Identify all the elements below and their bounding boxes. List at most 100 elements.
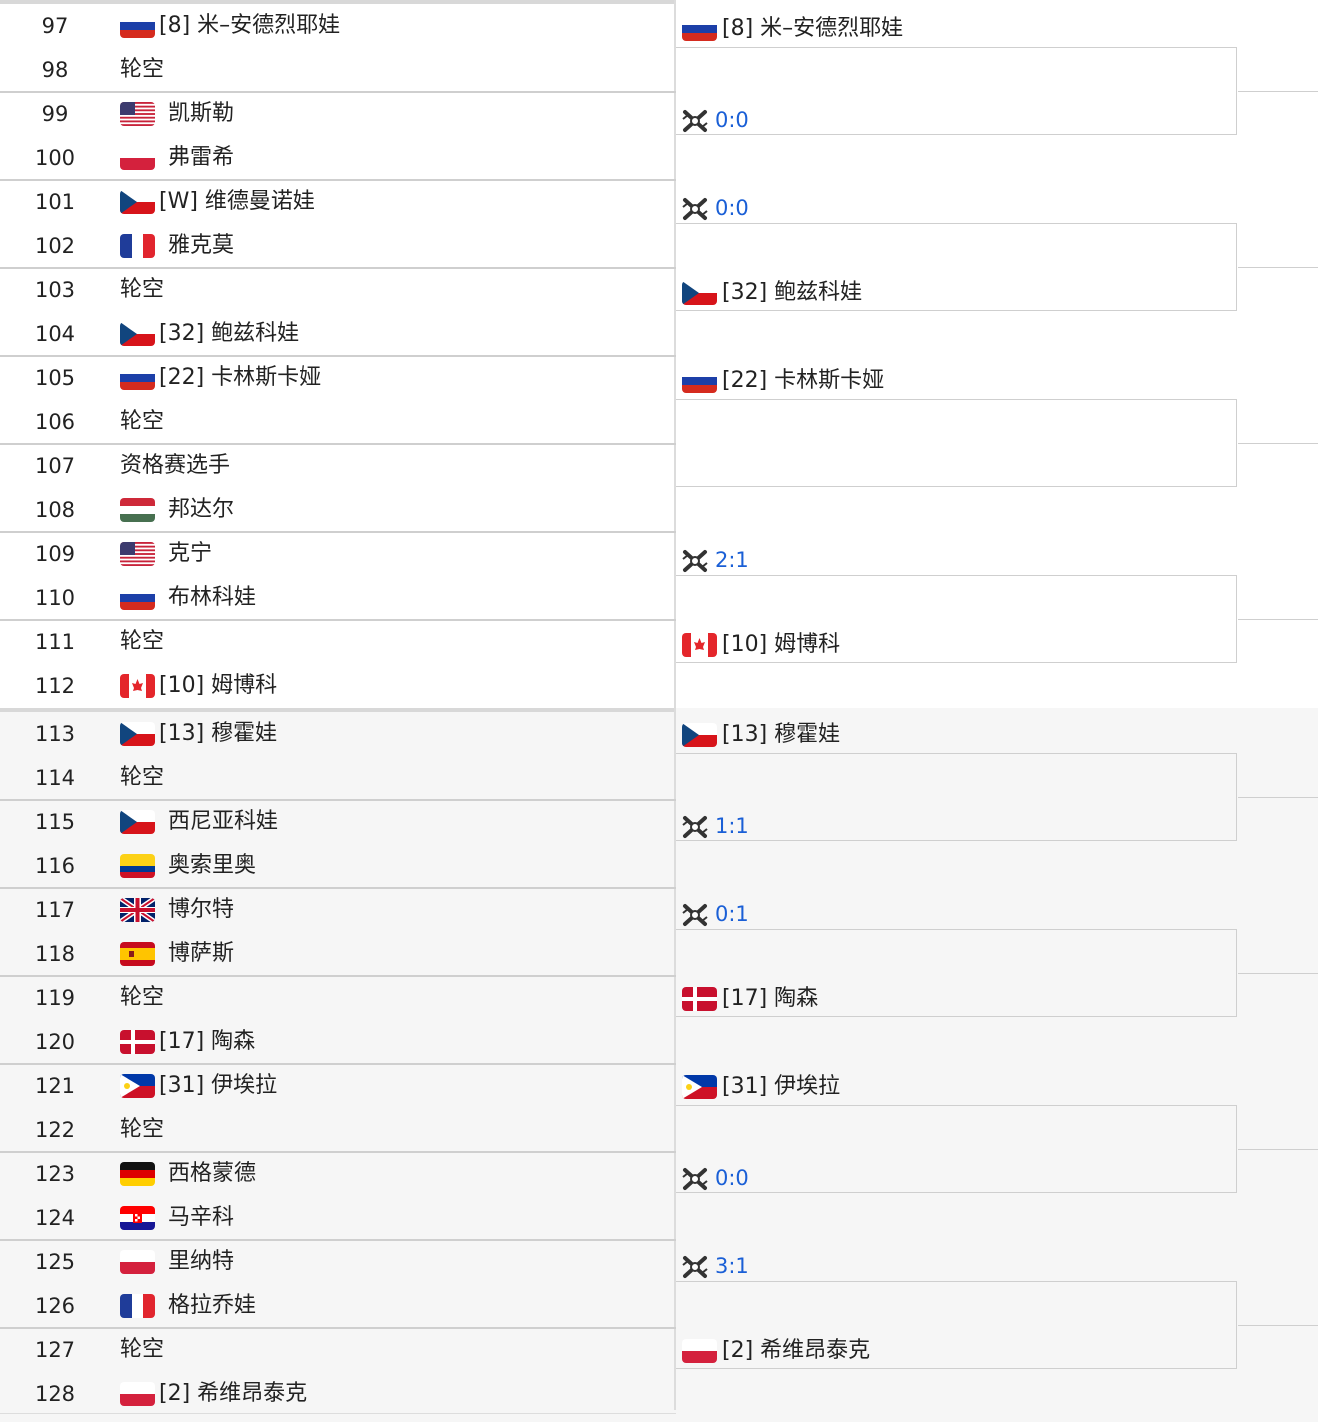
poland-flag-icon — [120, 1382, 155, 1406]
score-value[interactable]: 0:0 — [715, 108, 749, 132]
player-name[interactable]: [31] 伊埃拉 — [159, 1073, 278, 1098]
bracket-connector — [676, 575, 1237, 663]
player-name[interactable]: 轮空 — [120, 985, 165, 1010]
russia-flag-icon — [120, 14, 155, 38]
czech-flag-icon — [682, 281, 717, 305]
draw-slot-row[interactable]: 112 [10] 姆博科 — [0, 664, 674, 708]
player-name[interactable]: 博萨斯 — [168, 941, 235, 966]
player-name[interactable]: [10] 姆博科 — [159, 673, 278, 698]
draw-slot-row[interactable]: 120[17] 陶森 — [0, 1020, 674, 1064]
player-name[interactable]: 弗雷希 — [168, 145, 235, 170]
player-name[interactable]: 轮空 — [120, 1337, 165, 1362]
player-name[interactable]: 邦达尔 — [168, 497, 235, 522]
bracket-line — [1238, 619, 1318, 620]
bracket-connector — [676, 753, 1237, 841]
head-to-head-icon — [682, 1166, 708, 1190]
draw-slot-row[interactable]: 102 雅克莫 — [0, 224, 674, 268]
slot-number: 105 — [34, 366, 76, 390]
russia-flag-icon — [120, 366, 155, 390]
player-name[interactable]: 西尼亚科娃 — [168, 809, 279, 834]
score-value[interactable]: 0:0 — [715, 1166, 749, 1190]
player-name[interactable]: 博尔特 — [168, 897, 235, 922]
player-name[interactable]: 轮空 — [120, 765, 165, 790]
score-value[interactable]: 1:1 — [715, 814, 749, 838]
player-name[interactable]: 格拉乔娃 — [168, 1293, 257, 1318]
score-value[interactable]: 2:1 — [715, 548, 749, 572]
player-name[interactable]: 奥索里奥 — [168, 853, 257, 878]
russia-flag-icon — [120, 586, 155, 610]
slot-number: 102 — [34, 234, 76, 258]
score-value[interactable]: 0:1 — [715, 902, 749, 926]
draw-slot-row[interactable]: 105 [22] 卡林斯卡娅 — [0, 356, 674, 400]
draw-slot-row[interactable]: 104 [32] 鲍兹科娃 — [0, 312, 674, 356]
player-name[interactable]: 轮空 — [120, 1117, 165, 1142]
player-name[interactable]: 轮空 — [120, 277, 165, 302]
player-name[interactable]: 凯斯勒 — [168, 101, 235, 126]
slot-number: 127 — [34, 1338, 76, 1362]
player-name[interactable]: [2] 希维昂泰克 — [159, 1381, 308, 1406]
score-value[interactable]: 0:0 — [715, 196, 749, 220]
slot-number: 121 — [34, 1074, 76, 1098]
column-divider — [674, 708, 676, 1410]
russia-flag-icon — [682, 369, 717, 393]
player-name[interactable]: [13] 穆霍娃 — [159, 721, 278, 746]
bracket-line — [1238, 443, 1318, 444]
bracket-connector — [676, 1281, 1237, 1369]
philippines-flag-icon — [682, 1075, 717, 1099]
draw-slot-row[interactable]: 103 轮空 — [0, 268, 674, 312]
slot-number: 104 — [34, 322, 76, 346]
slot-number: 103 — [34, 278, 76, 302]
draw-slot-row[interactable]: 101[W] 维德曼诺娃 — [0, 180, 674, 224]
player-name[interactable]: 资格赛选手 — [120, 453, 231, 478]
player-name[interactable]: 西格蒙德 — [168, 1161, 257, 1186]
slot-number: 112 — [34, 674, 76, 698]
player-name[interactable]: [8] 米–安德烈耶娃 — [159, 13, 341, 38]
bracket-connector — [676, 47, 1237, 135]
slot-number: 115 — [34, 810, 76, 834]
colombia-flag-icon — [120, 854, 155, 878]
draw-slot-row[interactable]: 127 轮空 — [0, 1328, 674, 1372]
draw-slot-row[interactable]: 115 西尼亚科娃 — [0, 800, 674, 844]
player-name[interactable]: 克宁 — [168, 541, 213, 566]
advancing-player-name: [17] 陶森 — [722, 986, 819, 1011]
advancing-player-name: [31] 伊埃拉 — [722, 1074, 841, 1099]
draw-slot-row[interactable]: 97[8] 米–安德烈耶娃 — [0, 4, 674, 48]
player-name[interactable]: 雅克莫 — [168, 233, 235, 258]
draw-slot-row[interactable]: 114 轮空 — [0, 756, 674, 800]
player-name[interactable]: 轮空 — [120, 57, 165, 82]
player-name[interactable]: [W] 维德曼诺娃 — [159, 189, 315, 214]
draw-slot-row[interactable]: 113[13] 穆霍娃 — [0, 712, 674, 756]
spain-flag-icon — [120, 942, 155, 966]
player-name[interactable]: 马辛科 — [168, 1205, 235, 1230]
player-name[interactable]: 布林科娃 — [168, 585, 257, 610]
player-name[interactable]: [32] 鲍兹科娃 — [159, 321, 300, 346]
slot-number: 114 — [34, 766, 76, 790]
draw-section-2 — [0, 708, 1318, 1422]
player-name[interactable]: 里纳特 — [168, 1249, 235, 1274]
player-name[interactable]: [22] 卡林斯卡娅 — [159, 365, 322, 390]
player-name[interactable]: 轮空 — [120, 629, 165, 654]
player-name[interactable]: [17] 陶森 — [159, 1029, 256, 1054]
draw-slot-row[interactable]: 128[2] 希维昂泰克 — [0, 1372, 674, 1416]
player-name[interactable]: 轮空 — [120, 409, 165, 434]
score-value[interactable]: 3:1 — [715, 1254, 749, 1278]
draw-slot-row[interactable]: 121 [31] 伊埃拉 — [0, 1064, 674, 1108]
